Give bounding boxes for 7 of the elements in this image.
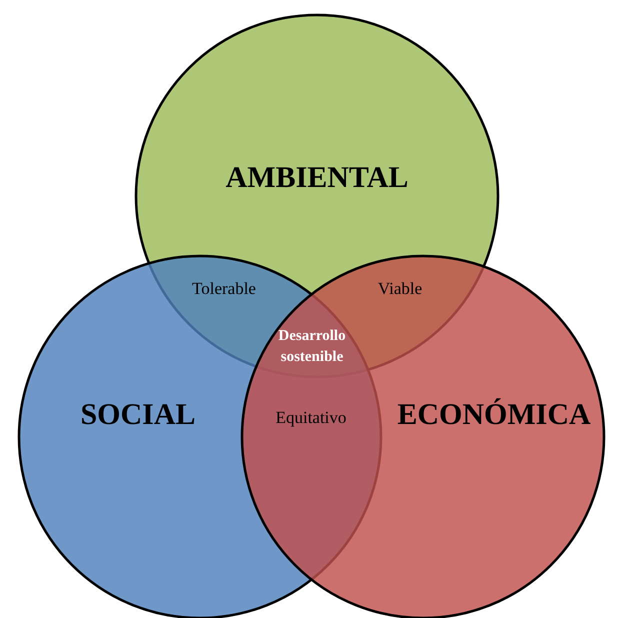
overlap-label: Equitativo bbox=[276, 408, 346, 428]
circle-label: AMBIENTAL bbox=[226, 161, 408, 195]
overlap-label: Viable bbox=[378, 279, 422, 299]
overlap-label: Desarrollo sostenible bbox=[277, 327, 347, 367]
circle-label: SOCIAL bbox=[80, 398, 196, 432]
circle-label: ECONÓMICA bbox=[397, 398, 591, 432]
overlap-label: Tolerable bbox=[192, 279, 256, 299]
